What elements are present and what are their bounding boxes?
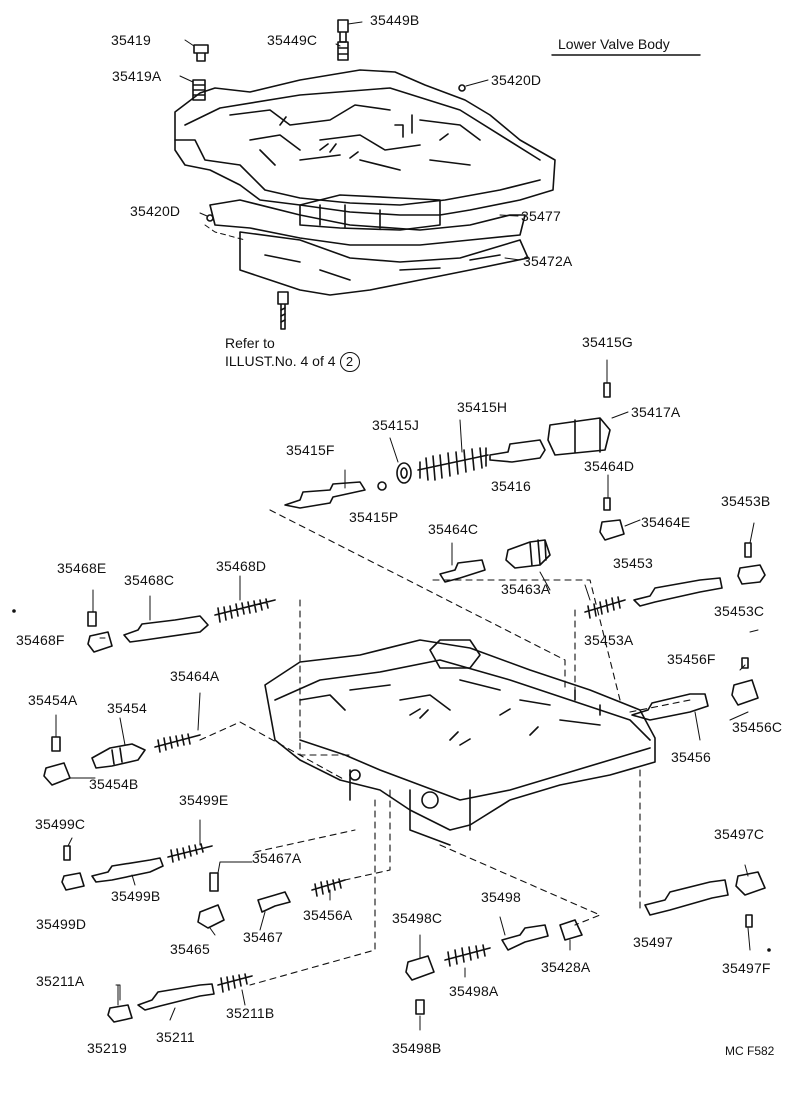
part-label: 35497C bbox=[714, 826, 765, 842]
part-label: 35419 bbox=[111, 32, 151, 48]
part-label: 35498 bbox=[481, 889, 521, 905]
part-label: 35454A bbox=[28, 692, 78, 708]
part-label: 35211 bbox=[156, 1029, 195, 1045]
part-label: 35497 bbox=[633, 934, 673, 950]
part-label: 35464D bbox=[584, 458, 635, 474]
page-title: Lower Valve Body bbox=[558, 36, 670, 52]
loose-parts bbox=[43, 359, 766, 1031]
part-label: 35453A bbox=[584, 632, 634, 648]
part-label: 35454 bbox=[107, 700, 147, 716]
assembly-dashed-lines bbox=[199, 509, 691, 986]
part-label: 35456A bbox=[303, 907, 353, 923]
reference-badge: 2 bbox=[339, 352, 360, 372]
part-label: 35463A bbox=[501, 581, 551, 597]
part-label: 35464A bbox=[170, 668, 220, 684]
part-label: 35449C bbox=[267, 32, 318, 48]
part-label: 35449B bbox=[370, 12, 420, 28]
part-label: 35467A bbox=[252, 850, 302, 866]
part-label: 35499C bbox=[35, 816, 86, 832]
part-label: 35467 bbox=[243, 929, 283, 945]
part-label: 35497F bbox=[722, 960, 771, 976]
part-label: 35415H bbox=[457, 399, 508, 415]
part-label: 35415G bbox=[582, 334, 634, 350]
part-label: 35498A bbox=[449, 983, 499, 999]
upper-valve-body bbox=[174, 19, 556, 330]
part-label: 35468D bbox=[216, 558, 267, 574]
part-label: 35211A bbox=[36, 973, 85, 989]
part-label: 35498C bbox=[392, 910, 443, 926]
part-label: 35419A bbox=[112, 68, 162, 84]
part-label: 35464C bbox=[428, 521, 479, 537]
part-label: 35456C bbox=[732, 719, 783, 735]
reference-line-1: Refer to bbox=[225, 335, 275, 351]
part-label: 35472A bbox=[523, 253, 573, 269]
part-label: 35211B bbox=[226, 1005, 275, 1021]
part-label: 35453 bbox=[613, 555, 653, 571]
part-label: 35498B bbox=[392, 1040, 442, 1056]
part-label: 35468F bbox=[16, 632, 65, 648]
part-label: 35453C bbox=[714, 603, 765, 619]
part-label: 35465 bbox=[170, 941, 210, 957]
lower-valve-body bbox=[264, 639, 656, 846]
part-label: 35464E bbox=[641, 514, 691, 530]
part-label: 35420D bbox=[130, 203, 181, 219]
part-label: 35428A bbox=[541, 959, 591, 975]
part-label: 35468E bbox=[57, 560, 107, 576]
figure-code: MC F582 bbox=[725, 1044, 775, 1058]
part-label: 35219 bbox=[87, 1040, 127, 1056]
part-label: 35415P bbox=[349, 509, 399, 525]
part-label: 35456F bbox=[667, 651, 716, 667]
part-label: 35499E bbox=[179, 792, 229, 808]
part-label: 35415F bbox=[286, 442, 335, 458]
part-label: 35420D bbox=[491, 72, 542, 88]
part-label: 35468C bbox=[124, 572, 175, 588]
part-label: 35416 bbox=[491, 478, 531, 494]
part-label: 35499D bbox=[36, 916, 87, 932]
part-label: 35415J bbox=[372, 417, 420, 433]
part-label: 35417A bbox=[631, 404, 681, 420]
part-label: 35477 bbox=[521, 208, 561, 224]
part-label: 35456 bbox=[671, 749, 711, 765]
part-label: 35499B bbox=[111, 888, 161, 904]
reference-text: ILLUST.No. 4 of 4 bbox=[225, 353, 336, 369]
part-label: 35454B bbox=[89, 776, 139, 792]
part-label: 35453B bbox=[721, 493, 771, 509]
